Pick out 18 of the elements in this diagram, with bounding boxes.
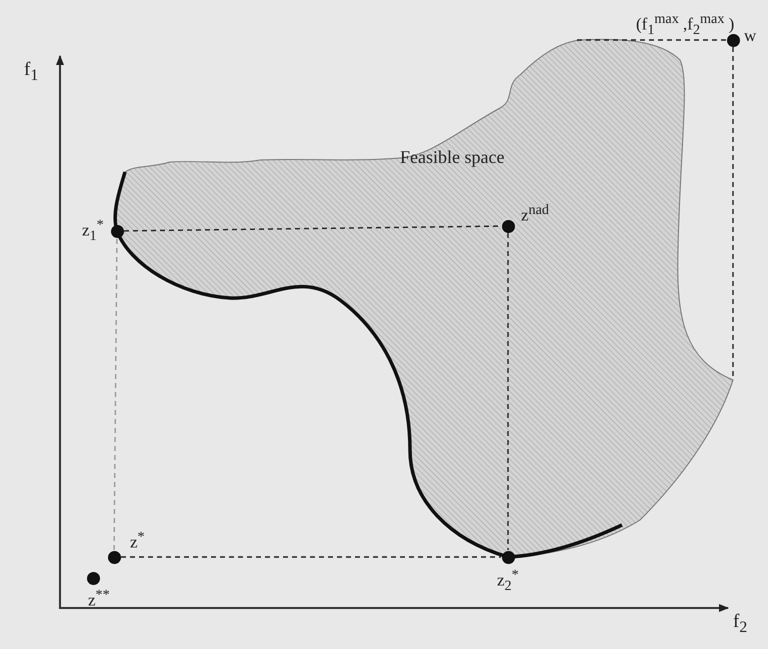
point-marker <box>502 220 514 232</box>
point-label: z$^{**}$ <box>88 588 110 609</box>
point-marker <box>108 550 120 564</box>
dashed-guide-line <box>124 225 501 232</box>
point-label: z$^{nad}$ <box>521 203 549 224</box>
point-marker <box>726 34 740 46</box>
point-label: z$^{*}$ <box>130 530 145 551</box>
point-marker <box>110 224 124 238</box>
dashed-guide-line <box>121 556 501 558</box>
axis-label: f$_{2}$ <box>733 612 748 636</box>
axis-label: f$_{1}$ <box>24 60 38 84</box>
point-label: w <box>744 27 756 44</box>
point-label: (f$_{1}$$^{max}$ ,f$_{2}$$^{max}$ ) <box>636 12 734 38</box>
dashed-guide-line <box>113 238 118 550</box>
dashed-guide-line <box>507 233 509 550</box>
dashed-guide-line <box>575 39 726 41</box>
point-marker <box>86 572 100 584</box>
region-label: Feasible space <box>400 148 504 166</box>
